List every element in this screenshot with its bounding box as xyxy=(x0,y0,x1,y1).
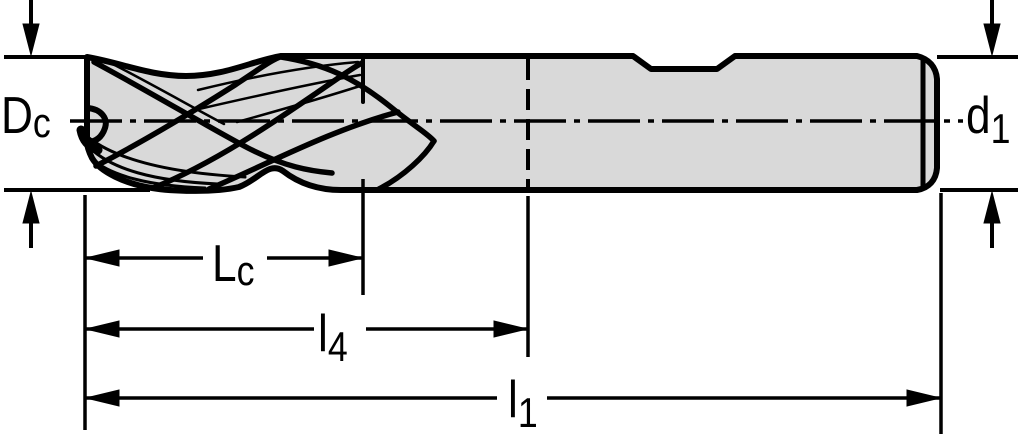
dc-arrow-top-head xyxy=(22,23,40,56)
end-tooth-edge xyxy=(87,136,247,179)
l1-arrow-left xyxy=(85,389,120,407)
label-lc: Lc xyxy=(212,235,262,294)
label-l4-sub: 4 xyxy=(327,323,348,370)
flute-runout-lower xyxy=(376,138,437,192)
d1-arrow-bottom-head xyxy=(983,191,1001,224)
label-d1: d1 xyxy=(966,87,1018,150)
l1-arrow-right xyxy=(906,389,941,407)
lc-arrow-left xyxy=(85,249,120,267)
flute-detail-line xyxy=(103,58,226,126)
flute-runout-upper xyxy=(278,54,437,144)
l4-dimension-line xyxy=(85,320,528,338)
dc-arrow-bottom-head xyxy=(22,191,40,224)
label-l4-main: l xyxy=(318,305,328,363)
d1-arrow-top-head xyxy=(983,23,1001,56)
label-l4: l4 xyxy=(318,305,353,368)
label-dc-sub: c xyxy=(32,99,51,146)
l1-dimension-line xyxy=(85,389,941,407)
label-l1-main: l xyxy=(508,371,518,429)
label-d1-sub: 1 xyxy=(990,105,1011,152)
label-dc: Dc xyxy=(1,87,60,146)
flute-line xyxy=(93,54,283,169)
lc-arrow-right xyxy=(328,249,363,267)
flute-detail-line xyxy=(235,84,362,124)
lc-dimension-line xyxy=(85,249,363,267)
label-l1-sub: 1 xyxy=(517,389,538,436)
tool-body xyxy=(76,53,940,194)
label-l1: l1 xyxy=(508,371,543,434)
reference-lines xyxy=(4,55,1018,434)
tool-silhouette xyxy=(84,53,940,194)
label-d1-main: d xyxy=(966,87,991,145)
d1-dimension-arrows xyxy=(983,0,1001,248)
flute-detail-line xyxy=(196,60,360,92)
l4-arrow-right xyxy=(493,320,528,338)
flute-detail-line xyxy=(197,73,362,111)
label-dc-main: D xyxy=(1,87,33,145)
dc-dimension-arrows xyxy=(22,0,40,248)
label-lc-sub: c xyxy=(236,247,255,294)
end-tooth-edge xyxy=(88,146,220,186)
label-lc-main: L xyxy=(212,235,237,293)
l4-arrow-left xyxy=(85,320,120,338)
center-point-heel xyxy=(76,125,103,155)
